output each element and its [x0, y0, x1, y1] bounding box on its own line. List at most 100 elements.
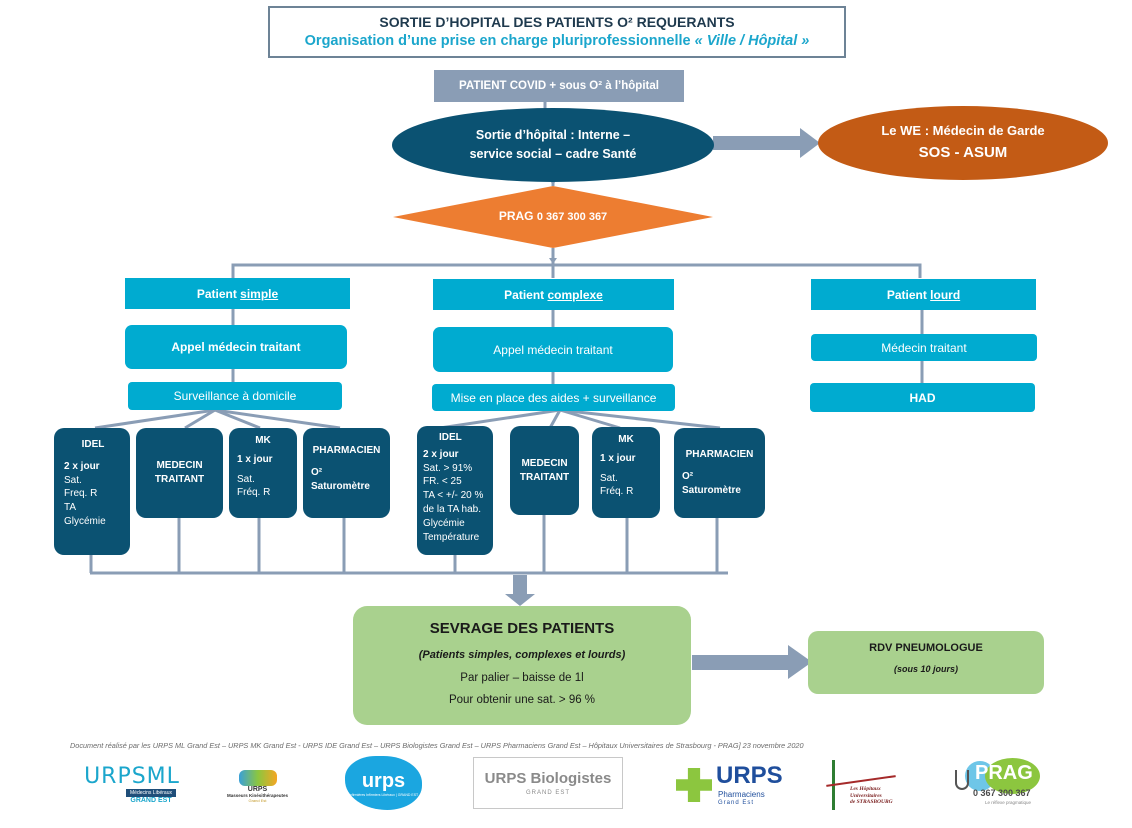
logo-urps-pharma-sub: Pharmaciens: [718, 790, 765, 799]
start-box: PATIENT COVID + sous O² à l’hôpital: [434, 70, 684, 102]
rdv-box: RDV PNEUMOLOGUE (sous 10 jours): [808, 631, 1044, 694]
card-title: PHARMACIEN: [312, 445, 381, 456]
card-title: IDEL: [81, 439, 105, 450]
header-prefix: Patient: [886, 287, 927, 302]
logo-urps-bio-main: URPS Biologistes: [484, 770, 612, 787]
title-box: SORTIE D’HOPITAL DES PATIENTS O² REQUERA…: [268, 6, 846, 58]
card-item: Fréq. R: [237, 487, 271, 499]
exit-line1: Sortie d’hôpital : Interne –: [475, 127, 631, 142]
prag-diamond-shape: [393, 186, 713, 248]
card-title: PHARMACIEN: [685, 449, 754, 460]
card-title: MK: [255, 435, 271, 446]
logo-urps-ide-sub: Infirmières Infirmiers Libéraux | GRAND …: [348, 792, 419, 797]
simple-card-idel: IDEL 2 x jour Sat. Freq. R TA Glycémie: [54, 428, 130, 555]
header-patient-lourd: Patient lourd: [811, 279, 1036, 310]
card-item: TA < +/- 20 %: [423, 490, 484, 502]
logo-urps-ml-region: GRAND EST: [130, 797, 172, 804]
footer-credits: Document réalisé par les URPS ML Grand E…: [70, 741, 804, 750]
lourd-step-had: HAD: [810, 383, 1035, 412]
logo-prag: PRAG 0 367 300 367 Le réflexe pragmatiqu…: [955, 758, 1045, 810]
prag-phone: 0 367 300 367: [536, 211, 608, 223]
sevrage-box: SEVRAGE DES PATIENTS (Patients simples, …: [353, 606, 691, 725]
logo-urps-ml-main: URPSML: [84, 764, 180, 789]
complexe-card-mk: MK 1 x jour Sat. Fréq. R: [592, 427, 660, 518]
card-item: Température: [423, 531, 480, 543]
card-title2: TRAITANT: [154, 474, 205, 485]
logo-hus: Les Hôpitaux Universitaires de STRASBOUR…: [826, 758, 901, 812]
logo-prag-tagline: Le réflexe pragmatique: [985, 800, 1032, 805]
logo-urps-mk: URPS Masseurs Kinésithérapeutes Grand Es…: [215, 762, 300, 810]
logo-prag-phone: 0 367 300 367: [973, 788, 1031, 798]
page-title: SORTIE D’HOPITAL DES PATIENTS O² REQUERA…: [379, 14, 735, 30]
complexe-card-pharmacien: PHARMACIEN O² Saturomètre: [674, 428, 765, 518]
header-prefix: Patient: [504, 287, 545, 302]
sevrage-line1: Par palier – baisse de 1l: [460, 672, 584, 684]
map-icon: [238, 769, 277, 786]
card-item: Glycémie: [423, 517, 465, 529]
card-item: TA: [64, 502, 77, 514]
card-freq: 2 x jour: [64, 460, 100, 472]
card-item: Freq. R: [64, 488, 98, 500]
logo-prag-main: PRAG: [975, 762, 1033, 784]
simple-step-surveillance: Surveillance à domicile: [128, 382, 342, 410]
card-item: Fréq. R: [600, 486, 634, 498]
simple-card-medecin: MEDECIN TRAITANT: [136, 428, 223, 518]
exit-line2: service social – cadre Santé: [469, 147, 637, 161]
lourd-step-medecin: Médecin traitant: [811, 334, 1037, 361]
logo-urps-mk-sub: Masseurs Kinésithérapeutes: [226, 792, 289, 798]
sevrage-title: SEVRAGE DES PATIENTS: [429, 620, 615, 637]
page-subtitle: Organisation d’une prise en charge pluri…: [270, 33, 844, 49]
card-line1: O²: [682, 470, 694, 482]
pharmacy-cross-icon: [676, 768, 712, 802]
logo-urps-pharma-region: Grand Est: [718, 800, 755, 806]
card-item: de la TA hab.: [423, 503, 482, 515]
header-patient-simple: Patient simple: [125, 278, 350, 309]
card-item: Sat.: [64, 474, 82, 486]
logo-urps-ml: URPSML Médecins Libéraux GRAND EST: [82, 760, 182, 808]
card-line2: Saturomètre: [311, 480, 370, 492]
logo-hus-line1: Les Hôpitaux: [850, 786, 881, 792]
logo-hus-text: Les Hôpitaux Universitaires de STRASBOUR…: [850, 786, 893, 806]
logo-urps-bio-region: GRAND EST: [525, 790, 570, 796]
logo-hus-line2: Universitaires: [850, 792, 882, 799]
card-item: Glycémie: [64, 515, 106, 527]
card-title: MEDECIN: [156, 460, 203, 472]
logo-urps-biologistes: URPS Biologistes GRAND EST: [473, 757, 623, 809]
card-title: MK: [618, 434, 634, 445]
header-patient-complexe: Patient complexe: [433, 279, 674, 310]
complexe-card-idel: IDEL 2 x jour Sat. > 91% FR. < 25 TA < +…: [417, 426, 493, 555]
prag-label: PRAG: [498, 209, 534, 223]
complexe-card-medecin: MEDECIN TRAITANT: [510, 426, 579, 515]
complexe-step-appel: Appel médecin traitant: [433, 327, 673, 372]
card-freq: 1 x jour: [237, 453, 273, 465]
subtitle-text: Organisation d’une prise en charge pluri…: [304, 33, 695, 49]
sevrage-subtitle: (Patients simples, complexes et lourds): [418, 649, 626, 661]
complexe-step-aides: Mise en place des aides + surveillance: [432, 384, 675, 411]
logo-urps-ide-main: urps: [361, 769, 406, 792]
exit-ellipse: Sortie d’hôpital : Interne – service soci…: [392, 108, 714, 182]
subtitle-italic: « Ville / Hôpital »: [694, 33, 810, 49]
logo-hus-line3: de STRASBOURG: [850, 799, 893, 806]
card-line1: O²: [311, 466, 323, 478]
simple-card-mk: MK 1 x jour Sat. Fréq. R: [229, 428, 297, 518]
header-type: complexe: [547, 287, 603, 302]
card-item: Sat.: [237, 473, 255, 485]
rdv-title: RDV PNEUMOLOGUE: [869, 642, 983, 654]
stethoscope-icon: [955, 770, 969, 790]
header-type: lourd: [930, 287, 961, 302]
sevrage-line2: Pour obtenir une sat. > 96 %: [448, 694, 596, 706]
logo-urps-ml-band: Médecins Libéraux: [126, 789, 176, 797]
card-item: FR. < 25: [423, 476, 462, 488]
card-freq: 1 x jour: [600, 452, 636, 464]
card-title: IDEL: [439, 432, 462, 443]
prag-diamond: PRAG 0 367 300 367: [453, 209, 653, 223]
logo-urps-mk-main: URPS: [247, 785, 268, 793]
card-title2: TRAITANT: [519, 471, 570, 483]
logo-urps-pharma-main: URPS: [716, 762, 783, 789]
rdv-subtitle: (sous 10 jours): [893, 664, 958, 674]
card-title: MEDECIN: [521, 457, 568, 469]
simple-card-pharmacien: PHARMACIEN O² Saturomètre: [303, 428, 390, 518]
header-prefix: Patient: [196, 286, 237, 301]
